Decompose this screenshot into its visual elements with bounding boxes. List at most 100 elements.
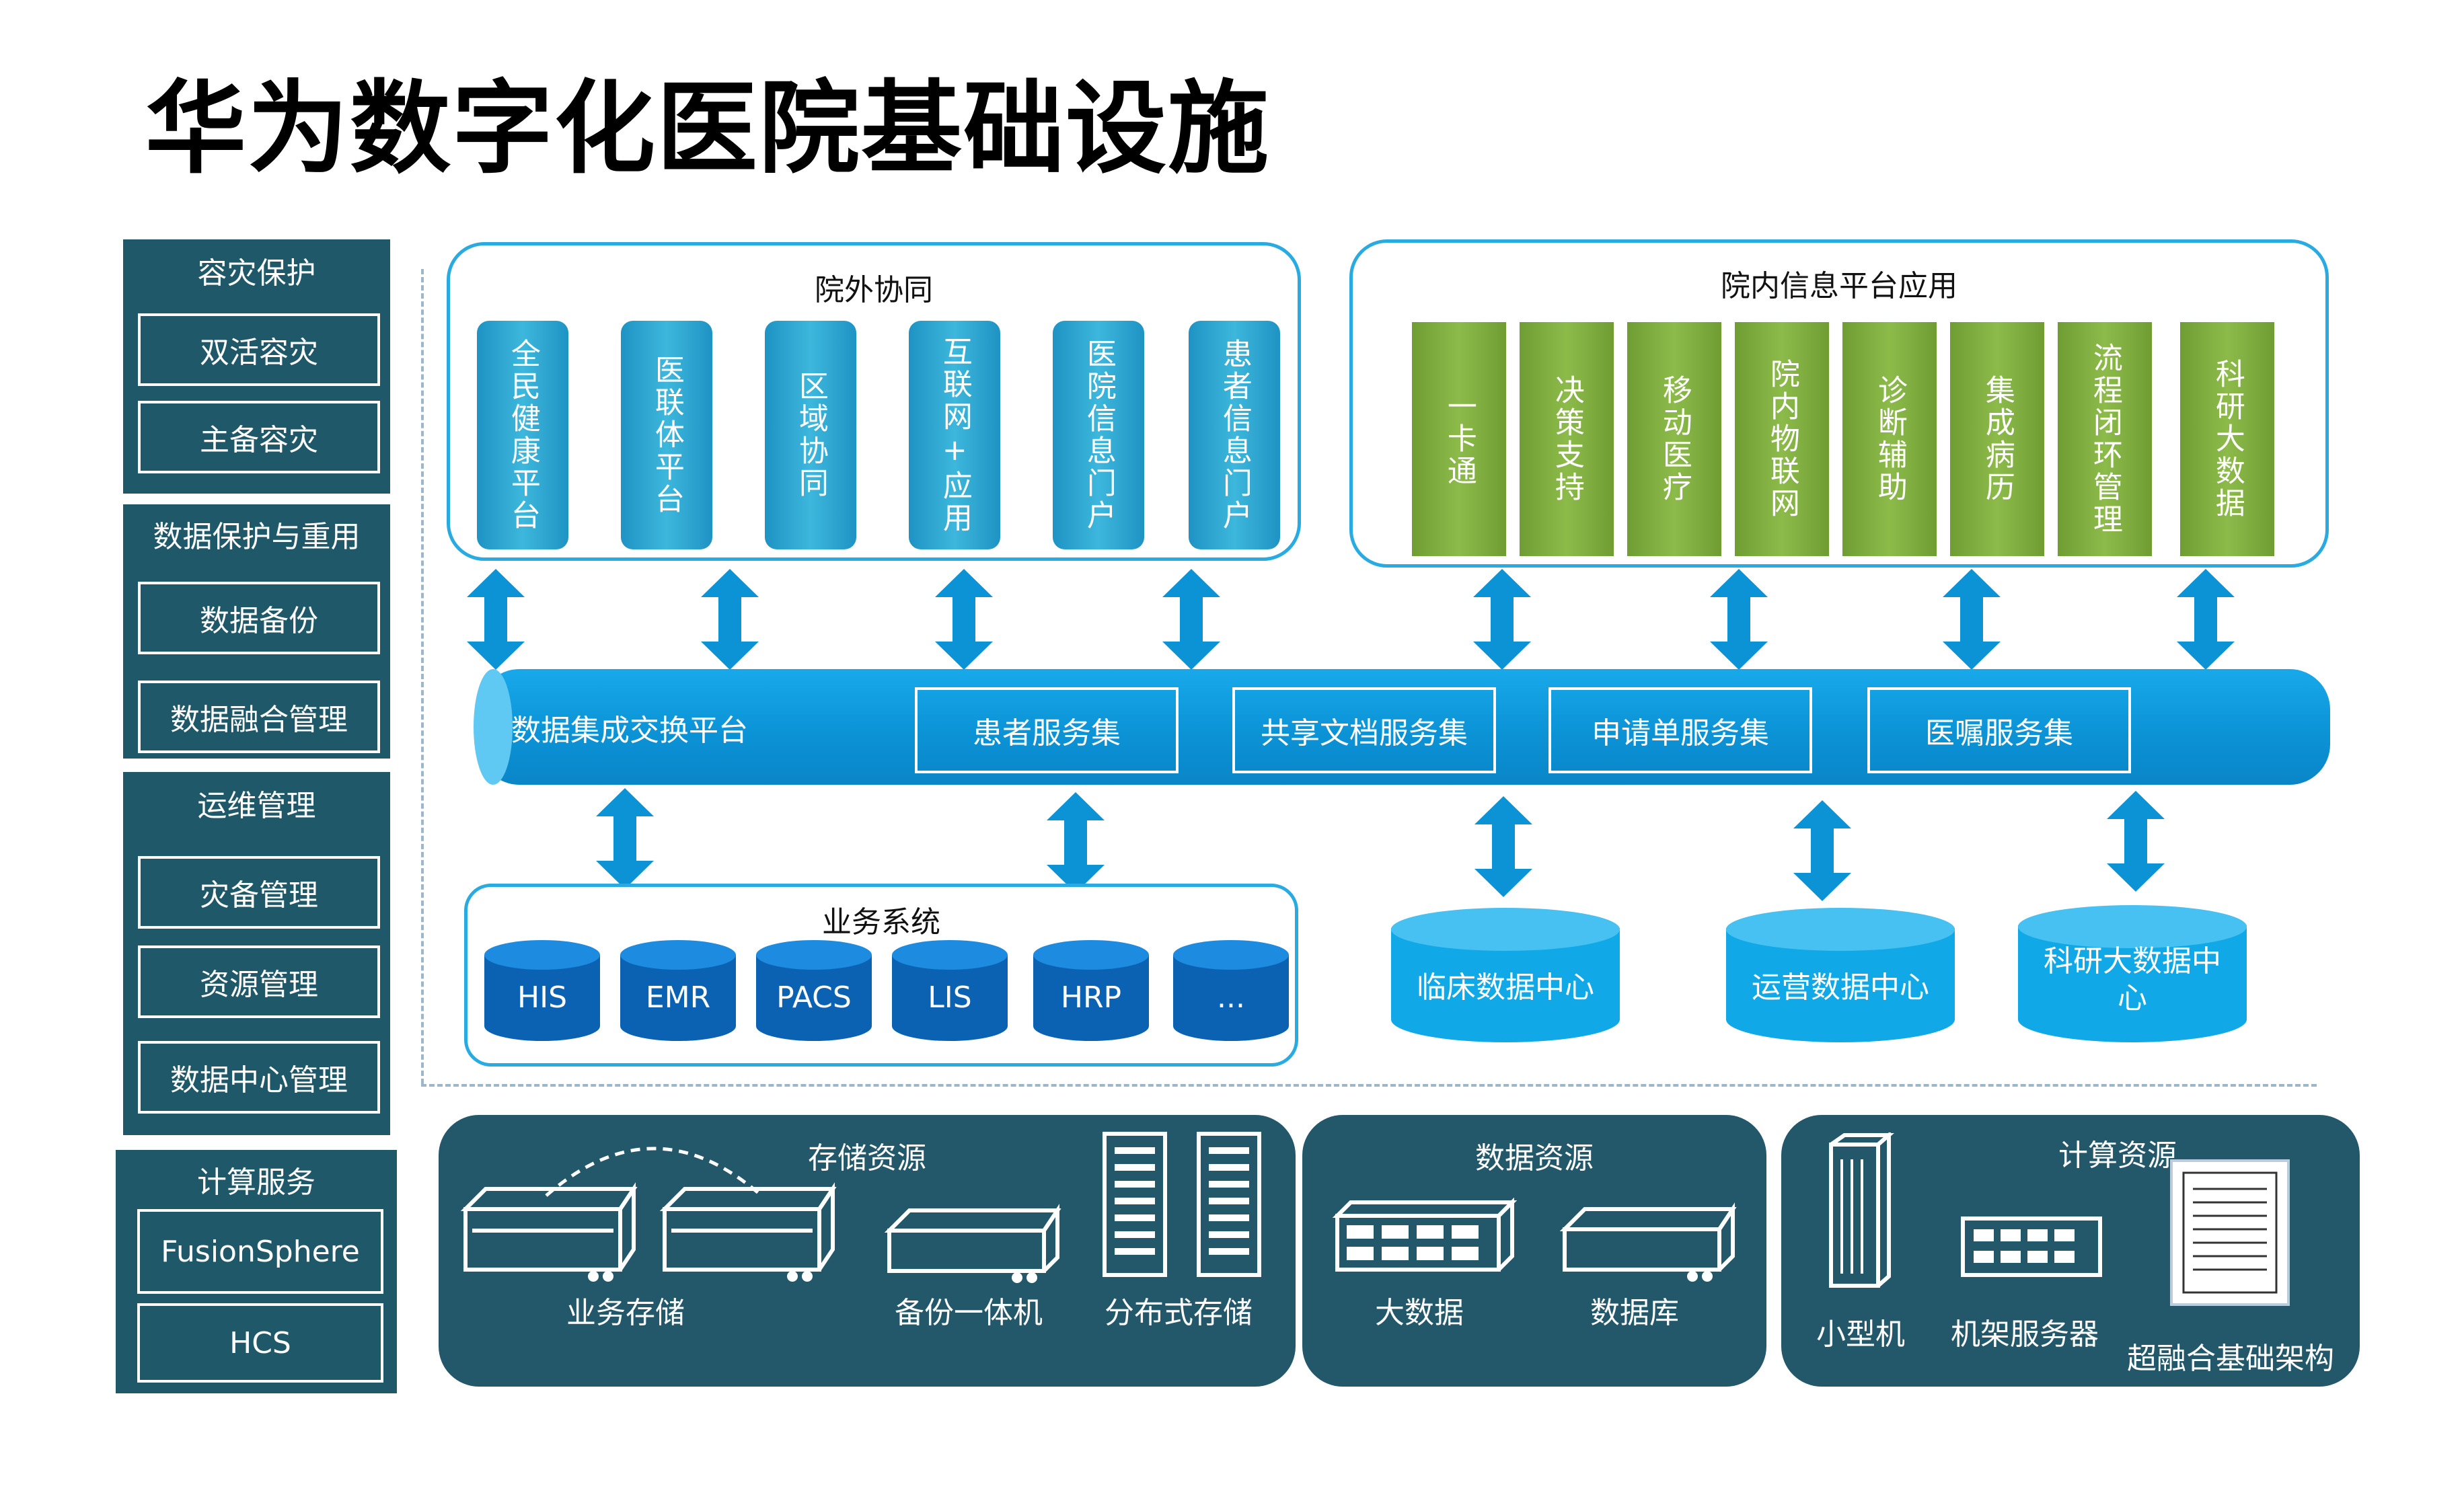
storage-resources-panel: 存储资源 业务存储 备份一体机 分布式存储 [439,1115,1296,1387]
inside-tile-8-label: 科研大数据 [2210,358,2245,520]
db-pacs[interactable]: PACS [756,940,872,1041]
page-title: 华为数字化医院基础设施 [145,71,1271,188]
dc-mgmt-item[interactable]: 数据中心管理 [138,1041,380,1114]
outside-tile-5[interactable]: 医院信息门户 [1053,321,1144,549]
compute-service-header: 计算服务 [197,1165,315,1200]
database-server-icon [1559,1202,1737,1282]
outside-tile-4-label: 互联网+应用 [937,336,972,535]
outside-tile-4[interactable]: 互联网+应用 [909,321,1000,549]
db-lis-label: LIS [928,980,972,1015]
research-dc[interactable]: 科研大数据中心 [2018,905,2247,1042]
shared-doc-service-box[interactable]: 共享文档服务集 [1232,687,1496,773]
db-pacs-label: PACS [776,980,852,1015]
business-systems-title: 业务系统 [822,905,940,939]
arrow-business-2 [1047,792,1105,893]
replication-arc [545,1147,763,1197]
business-systems-panel: 业务系统 [464,884,1298,1067]
research-dc-label: 科研大数据中心 [2044,944,2221,1015]
compute-resources-panel: 计算资源 小型机 机架服务器 超融合基础架构 [1781,1115,2360,1387]
bus-label: 数据集成交换平台 [511,713,748,748]
outside-tile-5-label: 医院信息门户 [1081,338,1116,532]
backup-appliance-icon [884,1204,1061,1283]
request-service-box[interactable]: 申请单服务集 [1548,687,1812,773]
bus-left-cap [474,669,513,785]
dr-mgmt-item[interactable]: 灾备管理 [138,856,380,929]
inside-platform-panel: 院内信息平台应用 一卡通 决策支持 移动医疗 院内物联网 诊断辅助 集成病历 流… [1349,239,2329,568]
outside-tile-3[interactable]: 区域协同 [765,321,856,549]
outside-tile-1[interactable]: 全民健康平台 [477,321,568,549]
fusionsphere-item[interactable]: FusionSphere [137,1209,383,1294]
storage-array-icon [460,1182,638,1282]
arrow-outside-3 [935,569,993,670]
inside-tile-6[interactable]: 集成病历 [1950,322,2044,556]
disaster-protection-section: 容灾保护 双活容灾 主备容灾 [123,239,390,494]
patient-service-box[interactable]: 患者服务集 [915,687,1179,773]
disaster-protection-header: 容灾保护 [197,256,316,291]
db-his-label: HIS [517,980,567,1015]
db-lis[interactable]: LIS [892,940,1008,1041]
outside-tile-2[interactable]: 医联体平台 [621,321,712,549]
db-his[interactable]: HIS [484,940,600,1041]
compute-service-section: 计算服务 FusionSphere HCS [116,1150,397,1393]
arrow-inside-2 [1710,569,1768,670]
data-protection-section: 数据保护与重用 数据备份 数据融合管理 [123,504,390,759]
inside-tile-6-label: 集成病历 [1980,375,2015,504]
outside-tile-6[interactable]: 患者信息门户 [1189,321,1280,549]
distributed-storage-label: 分布式存储 [1105,1296,1253,1330]
outside-tile-2-label: 医联体平台 [649,354,684,516]
minicomputer-label: 小型机 [1816,1317,1905,1352]
hcs-item[interactable]: HCS [137,1303,383,1383]
data-backup-item[interactable]: 数据备份 [138,582,380,654]
inside-tile-4[interactable]: 院内物联网 [1735,322,1829,556]
clinical-dc[interactable]: 临床数据中心 [1391,908,1620,1042]
inside-tile-5[interactable]: 诊断辅助 [1842,322,1937,556]
outside-tile-3-label: 区域协同 [793,371,828,500]
data-fusion-mgmt-item[interactable]: 数据融合管理 [138,681,380,753]
data-resources-panel: 数据资源 大数据 数据库 [1302,1115,1766,1387]
storage-array-icon-2 [659,1182,837,1282]
rack-server-label: 机架服务器 [1951,1317,2099,1352]
inside-tile-2-label: 决策支持 [1549,375,1584,504]
distributed-storage-icon [1103,1132,1261,1277]
big-data-icon [1332,1197,1518,1272]
resource-mgmt-item[interactable]: 资源管理 [138,945,380,1018]
data-resources-title: 数据资源 [1475,1141,1594,1175]
inside-platform-title: 院内信息平台应用 [1721,269,1957,303]
order-service-box[interactable]: 医嘱服务集 [1867,687,2131,773]
storage-resources-title: 存储资源 [808,1141,926,1175]
hyperconverged-icon [2170,1159,2290,1306]
outside-tile-1-label: 全民健康平台 [505,338,540,532]
arrow-research-dc [2107,791,2165,892]
big-data-label: 大数据 [1375,1296,1464,1330]
ops-mgmt-header: 运维管理 [197,789,316,823]
data-protection-header: 数据保护与重用 [153,520,361,554]
db-more[interactable]: ... [1173,940,1289,1041]
inside-tile-3-label: 移动医疗 [1657,375,1692,504]
inside-tile-7[interactable]: 流程闭环管理 [2058,322,2152,556]
ops-dc[interactable]: 运营数据中心 [1726,908,1955,1042]
backup-appliance-label: 备份一体机 [895,1296,1043,1330]
arrow-inside-3 [1943,569,2001,670]
inside-tile-1[interactable]: 一卡通 [1412,322,1506,556]
inside-tile-8[interactable]: 科研大数据 [2180,322,2274,556]
primary-backup-dr-item[interactable]: 主备容灾 [138,401,380,473]
minicomputer-icon [1829,1132,1894,1288]
outside-collab-title: 院外协同 [815,273,933,307]
ops-mgmt-section: 运维管理 灾备管理 资源管理 数据中心管理 [123,772,390,1135]
arrow-inside-1 [1473,569,1531,670]
db-hrp[interactable]: HRP [1033,940,1149,1041]
inside-tile-3[interactable]: 移动医疗 [1627,322,1721,556]
rack-server-icon [1961,1216,2102,1277]
arrow-outside-2 [701,569,759,670]
outside-tile-6-label: 患者信息门户 [1217,338,1252,532]
active-active-dr-item[interactable]: 双活容灾 [138,313,380,386]
dashed-divider-horizontal [421,1084,2317,1087]
ops-dc-label: 运营数据中心 [1752,970,1929,1005]
arrow-outside-4 [1162,569,1220,670]
arrow-business-1 [596,788,654,889]
arrow-outside-1 [467,569,525,670]
hyperconverged-label: 超融合基础架构 [2127,1342,2334,1376]
inside-tile-2[interactable]: 决策支持 [1520,322,1614,556]
clinical-dc-label: 临床数据中心 [1417,970,1594,1005]
db-emr[interactable]: EMR [620,940,736,1041]
